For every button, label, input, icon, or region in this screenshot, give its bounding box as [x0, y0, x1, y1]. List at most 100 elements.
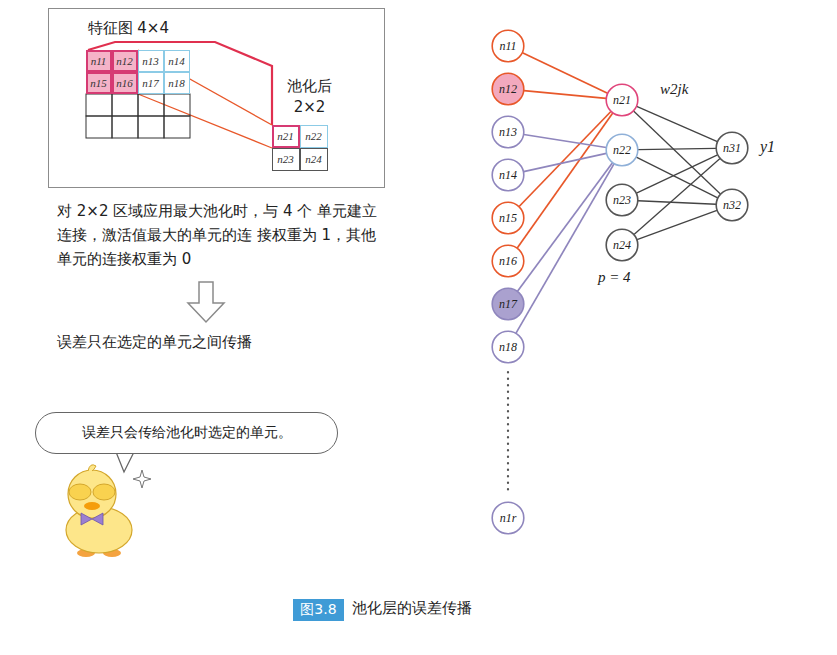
- duck-wing: [69, 484, 91, 500]
- connection-line: [524, 153, 607, 171]
- node-label: n15: [499, 211, 517, 226]
- node-label: n18: [499, 340, 517, 355]
- connection-line: [634, 111, 721, 194]
- neuron-circle: n1r: [491, 501, 525, 535]
- node-label: n24: [305, 153, 322, 165]
- node-label: n13: [142, 55, 159, 67]
- figure-badge: 图3.8: [293, 599, 344, 621]
- neuron-shape: [606, 229, 638, 261]
- node-label: n17: [142, 77, 159, 89]
- node-label: n14: [499, 168, 517, 183]
- node-label: 误差只会传给池化时选定的单元。: [82, 424, 292, 442]
- neuron-circle: n15: [491, 201, 525, 235]
- grid-cell: n18: [164, 72, 190, 94]
- pooled-heading: 池化后 2×2: [281, 76, 339, 120]
- bubble-tail: [116, 452, 134, 472]
- neuron-shape: [492, 202, 524, 234]
- grid-cell: n23: [272, 148, 300, 171]
- connection-line: [524, 91, 606, 99]
- grid-cell: n13: [138, 50, 164, 72]
- grid-cell: n21: [272, 125, 300, 148]
- connection-line: [524, 134, 606, 147]
- node-label: n12: [499, 82, 517, 97]
- neuron-shape: [716, 132, 748, 164]
- node-label: n21: [277, 130, 294, 142]
- node-label: n22: [305, 130, 322, 142]
- grid-cell: n16: [112, 72, 138, 94]
- projection-lines: [88, 42, 272, 148]
- neuron-circle: n17: [491, 287, 525, 321]
- neuron-shape: [716, 189, 748, 221]
- neuron-circle: n14: [491, 158, 525, 192]
- pool-size-label: p = 4: [598, 268, 631, 288]
- neuron-circle: n13: [491, 115, 525, 149]
- empty-grid-cells: [86, 94, 190, 138]
- grid-cell: n15: [86, 72, 112, 94]
- duck-tuft: [88, 465, 96, 471]
- projection-line: [138, 50, 272, 125]
- neuron-shape: [606, 134, 638, 166]
- grid-cell: n22: [300, 125, 328, 148]
- neuron-circle: n22: [605, 133, 639, 167]
- connection-line: [636, 157, 717, 198]
- neuron-shape: [492, 331, 524, 363]
- node-label: n23: [277, 153, 294, 165]
- neuron-shape: [492, 116, 524, 148]
- node-label: n16: [499, 254, 517, 269]
- neuron-circle: n24: [605, 228, 639, 262]
- grid-cell: [138, 94, 164, 116]
- neuron-shape: [492, 73, 524, 105]
- grid-cell: [112, 116, 138, 138]
- neuron-circle: n11: [491, 29, 525, 63]
- node-label: n11: [91, 55, 107, 67]
- down-arrow: [188, 282, 224, 322]
- node-label: 图3.8: [300, 601, 336, 619]
- grid-cell: [112, 94, 138, 116]
- explanation-note: 对 2×2 区域应用最大池化时，与 4 个 单元建立连接，激活值最大的单元的连 …: [57, 199, 379, 271]
- connection-line: [638, 148, 716, 149]
- figure-caption: 池化层的误差传播: [352, 599, 472, 618]
- neuron-shape: [606, 184, 638, 216]
- node-label: n13: [499, 125, 517, 140]
- neuron-shape: [492, 288, 524, 320]
- node-label: n1r: [500, 511, 517, 526]
- neuron-shape: [606, 84, 638, 116]
- grid-cell: n12: [112, 50, 138, 72]
- neuron-circle: n18: [491, 330, 525, 364]
- node-label: n14: [168, 55, 185, 67]
- feature-map-panel: 特征图 4×4 池化后 2×2 n11 n12 n13 n14 n15 n16 n17 n18 n2…: [48, 8, 385, 188]
- connection-line: [522, 53, 607, 93]
- duck-head: [68, 470, 116, 518]
- duck-wing: [93, 484, 115, 500]
- output-label: y1: [760, 137, 775, 158]
- connection-line: [634, 159, 720, 235]
- neuron-shape: [492, 30, 524, 62]
- grid-cell: n11: [86, 50, 112, 72]
- node-label: n18: [168, 77, 185, 89]
- connection-line: [516, 164, 614, 333]
- neuron-circle: n32: [715, 188, 749, 222]
- node-label: n17: [499, 297, 517, 312]
- neuron-shape: [492, 159, 524, 191]
- node-label: n21: [613, 93, 631, 108]
- grid-cell: [164, 116, 190, 138]
- projection-line: [138, 94, 272, 148]
- node-label: n12: [116, 55, 133, 67]
- node-label: n22: [613, 143, 631, 158]
- neuron-shape: [492, 245, 524, 277]
- neuron-circle: n12: [491, 72, 525, 106]
- neuron-circle: n23: [605, 183, 639, 217]
- grid-cell: n17: [138, 72, 164, 94]
- panel-heading: 特征图 4×4: [88, 18, 169, 40]
- duck-mascot: [66, 465, 151, 557]
- node-label: n32: [723, 198, 741, 213]
- node-label: n23: [613, 193, 631, 208]
- connection-line: [637, 106, 718, 141]
- duck-beak: [84, 502, 100, 510]
- neuron-shape: [492, 502, 524, 534]
- sparkle: [133, 470, 151, 488]
- node-label: n16: [116, 77, 133, 89]
- grid-cell: n24: [300, 148, 328, 171]
